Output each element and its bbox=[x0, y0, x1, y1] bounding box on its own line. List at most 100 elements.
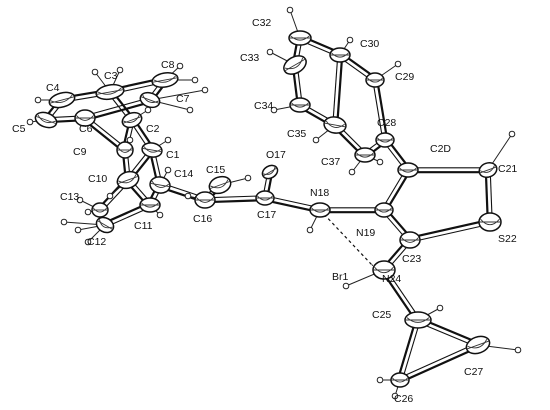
atom-ellipsoid-C7 bbox=[139, 91, 161, 109]
atom-label-C11: C11 bbox=[134, 220, 153, 232]
atom-ellipsoid-C17 bbox=[255, 190, 275, 206]
atom-label-C30: C30 bbox=[360, 38, 379, 50]
atom-ellipsoid-C27 bbox=[465, 335, 491, 355]
atom-label-C28: C28 bbox=[377, 117, 396, 129]
hydrogen-atom-C12-13 bbox=[74, 226, 82, 234]
atom-ellipsoid-N19 bbox=[374, 202, 394, 218]
atom-ellipsoid-C12 bbox=[95, 216, 115, 234]
hydrogen-atom-C16-20 bbox=[184, 192, 192, 200]
hydrogen-atom-C12-15 bbox=[60, 218, 68, 226]
atom-label-C29: C29 bbox=[395, 71, 414, 83]
hydrogen-atom-C12-14 bbox=[84, 238, 92, 246]
hydrogen-atom-C29-26 bbox=[394, 60, 402, 68]
atom-ellipsoid-C10 bbox=[116, 170, 140, 190]
atom-label-C26: C26 bbox=[394, 393, 413, 405]
hydrogen-atom-N24-34 bbox=[342, 282, 350, 290]
hydrogen-atom-C3-2 bbox=[91, 68, 99, 76]
bond-S22-C23 bbox=[408, 218, 491, 243]
atom-ellipsoid-C30 bbox=[329, 47, 351, 63]
hydrogen-atom-C21-21 bbox=[508, 130, 516, 138]
atom-ellipsoid-O17 bbox=[261, 164, 279, 180]
atom-label-N19: N19 bbox=[356, 227, 375, 239]
atom-ellipsoid-C13 bbox=[91, 202, 109, 218]
atom-ellipsoid-C4 bbox=[48, 91, 76, 109]
atom-label-C13: C13 bbox=[60, 191, 79, 203]
atom-label-C14: C14 bbox=[174, 168, 193, 180]
atom-label-C21: C21 bbox=[498, 163, 517, 175]
atom-ellipsoid-C9 bbox=[116, 141, 134, 159]
atom-label-Br1: Br1 bbox=[332, 271, 349, 283]
atom-label-O17: O17 bbox=[266, 149, 286, 161]
atom-ellipsoid-C25 bbox=[404, 311, 432, 329]
atom-ellipsoid-C5 bbox=[34, 111, 58, 129]
atom-label-C7: C7 bbox=[176, 93, 190, 105]
atom-label-C17: C17 bbox=[257, 209, 276, 221]
atom-label-C3: C3 bbox=[104, 70, 118, 82]
hydrogen-atom-C33-29 bbox=[266, 48, 274, 56]
atom-label-C32: C32 bbox=[252, 17, 271, 29]
bond-N18-N19 bbox=[318, 207, 386, 214]
hydrogen-atom-C34-30 bbox=[270, 106, 278, 114]
bond-C35-C30 bbox=[332, 54, 344, 127]
atom-ellipsoid-C35 bbox=[323, 116, 347, 134]
atom-label-C27: C27 bbox=[464, 366, 483, 378]
atom-ellipsoid-N18 bbox=[309, 202, 331, 218]
atom-ellipsoid-C2 bbox=[121, 111, 143, 129]
atom-ellipsoid-C34 bbox=[289, 97, 311, 113]
hydrogen-atom-C8-4 bbox=[176, 62, 184, 70]
atom-ellipsoid-C16 bbox=[194, 191, 216, 209]
hydrogen-atom-C4-0 bbox=[34, 96, 42, 104]
atom-ellipsoid-C15 bbox=[208, 175, 232, 195]
hydrogen-atom-C30-27 bbox=[346, 36, 354, 44]
atom-label-C16: C16 bbox=[193, 213, 212, 225]
atom-ellipsoid-C32 bbox=[288, 30, 312, 46]
hydrogen-atom-C7-7 bbox=[186, 106, 194, 114]
atom-label-N24: N24 bbox=[382, 273, 401, 285]
hydrogen-atom-C3-3 bbox=[116, 66, 124, 74]
hydrogen-atom-C5-1 bbox=[26, 118, 34, 126]
hydrogen-atom-C25-25 bbox=[436, 304, 444, 312]
atom-ellipsoid-C8 bbox=[151, 71, 179, 89]
atom-label-C34: C34 bbox=[254, 100, 273, 112]
hydrogen-atom-C37-33 bbox=[376, 158, 384, 166]
atom-ellipsoid-S22 bbox=[478, 212, 502, 232]
atom-label-C35: C35 bbox=[287, 128, 306, 140]
hydrogen-atom-C2-8 bbox=[144, 106, 152, 114]
atom-label-N18: N18 bbox=[310, 187, 329, 199]
atom-ellipsoid-C6 bbox=[74, 109, 96, 127]
atom-label-C37: C37 bbox=[321, 156, 340, 168]
atom-ellipsoid-C29 bbox=[365, 72, 385, 88]
atom-ellipsoid-C1 bbox=[141, 142, 163, 158]
atom-label-C15: C15 bbox=[206, 164, 225, 176]
hydrogen-atom-C14-18 bbox=[164, 166, 172, 174]
atom-ellipsoid-C28 bbox=[375, 132, 395, 148]
bond-C20-C21 bbox=[406, 167, 490, 174]
bond-C28-C29 bbox=[372, 78, 389, 141]
atom-label-C8: C8 bbox=[161, 59, 175, 71]
hydrogen-atom-C13-17 bbox=[84, 208, 92, 216]
atom-ellipsoid-C26 bbox=[390, 372, 410, 388]
hydrogen-atom-C8-5 bbox=[191, 76, 199, 84]
bond-C6-C7 bbox=[84, 97, 152, 122]
hydrogen-atom-C1-10 bbox=[164, 136, 172, 144]
atom-label-S22: S22 bbox=[498, 233, 517, 245]
hydrogen-atom-C27-24 bbox=[514, 346, 522, 354]
hydrogen-atom-N18-35 bbox=[306, 226, 314, 234]
atom-label-C6: C6 bbox=[79, 123, 93, 135]
atom-layer bbox=[34, 30, 502, 388]
hydrogen-bond-N18-Br1 bbox=[319, 209, 373, 266]
atom-label-C9: C9 bbox=[73, 146, 87, 158]
hydrogen-atom-C32-28 bbox=[286, 6, 294, 14]
atom-label-C5: C5 bbox=[12, 123, 26, 135]
hydrogen-atom-C15-19 bbox=[244, 174, 252, 182]
atom-ellipsoid-C23 bbox=[399, 231, 421, 249]
atom-label-C2: C2 bbox=[146, 123, 160, 135]
atom-ellipsoid-C14 bbox=[149, 176, 171, 194]
hydrogen-atom-C13-16 bbox=[76, 196, 84, 204]
atom-ellipsoid-C3 bbox=[95, 83, 125, 101]
atom-label-C1: C1 bbox=[166, 149, 180, 161]
hydrogen-atom-C26-23 bbox=[391, 392, 399, 400]
atom-ellipsoid-C20 bbox=[397, 162, 419, 178]
